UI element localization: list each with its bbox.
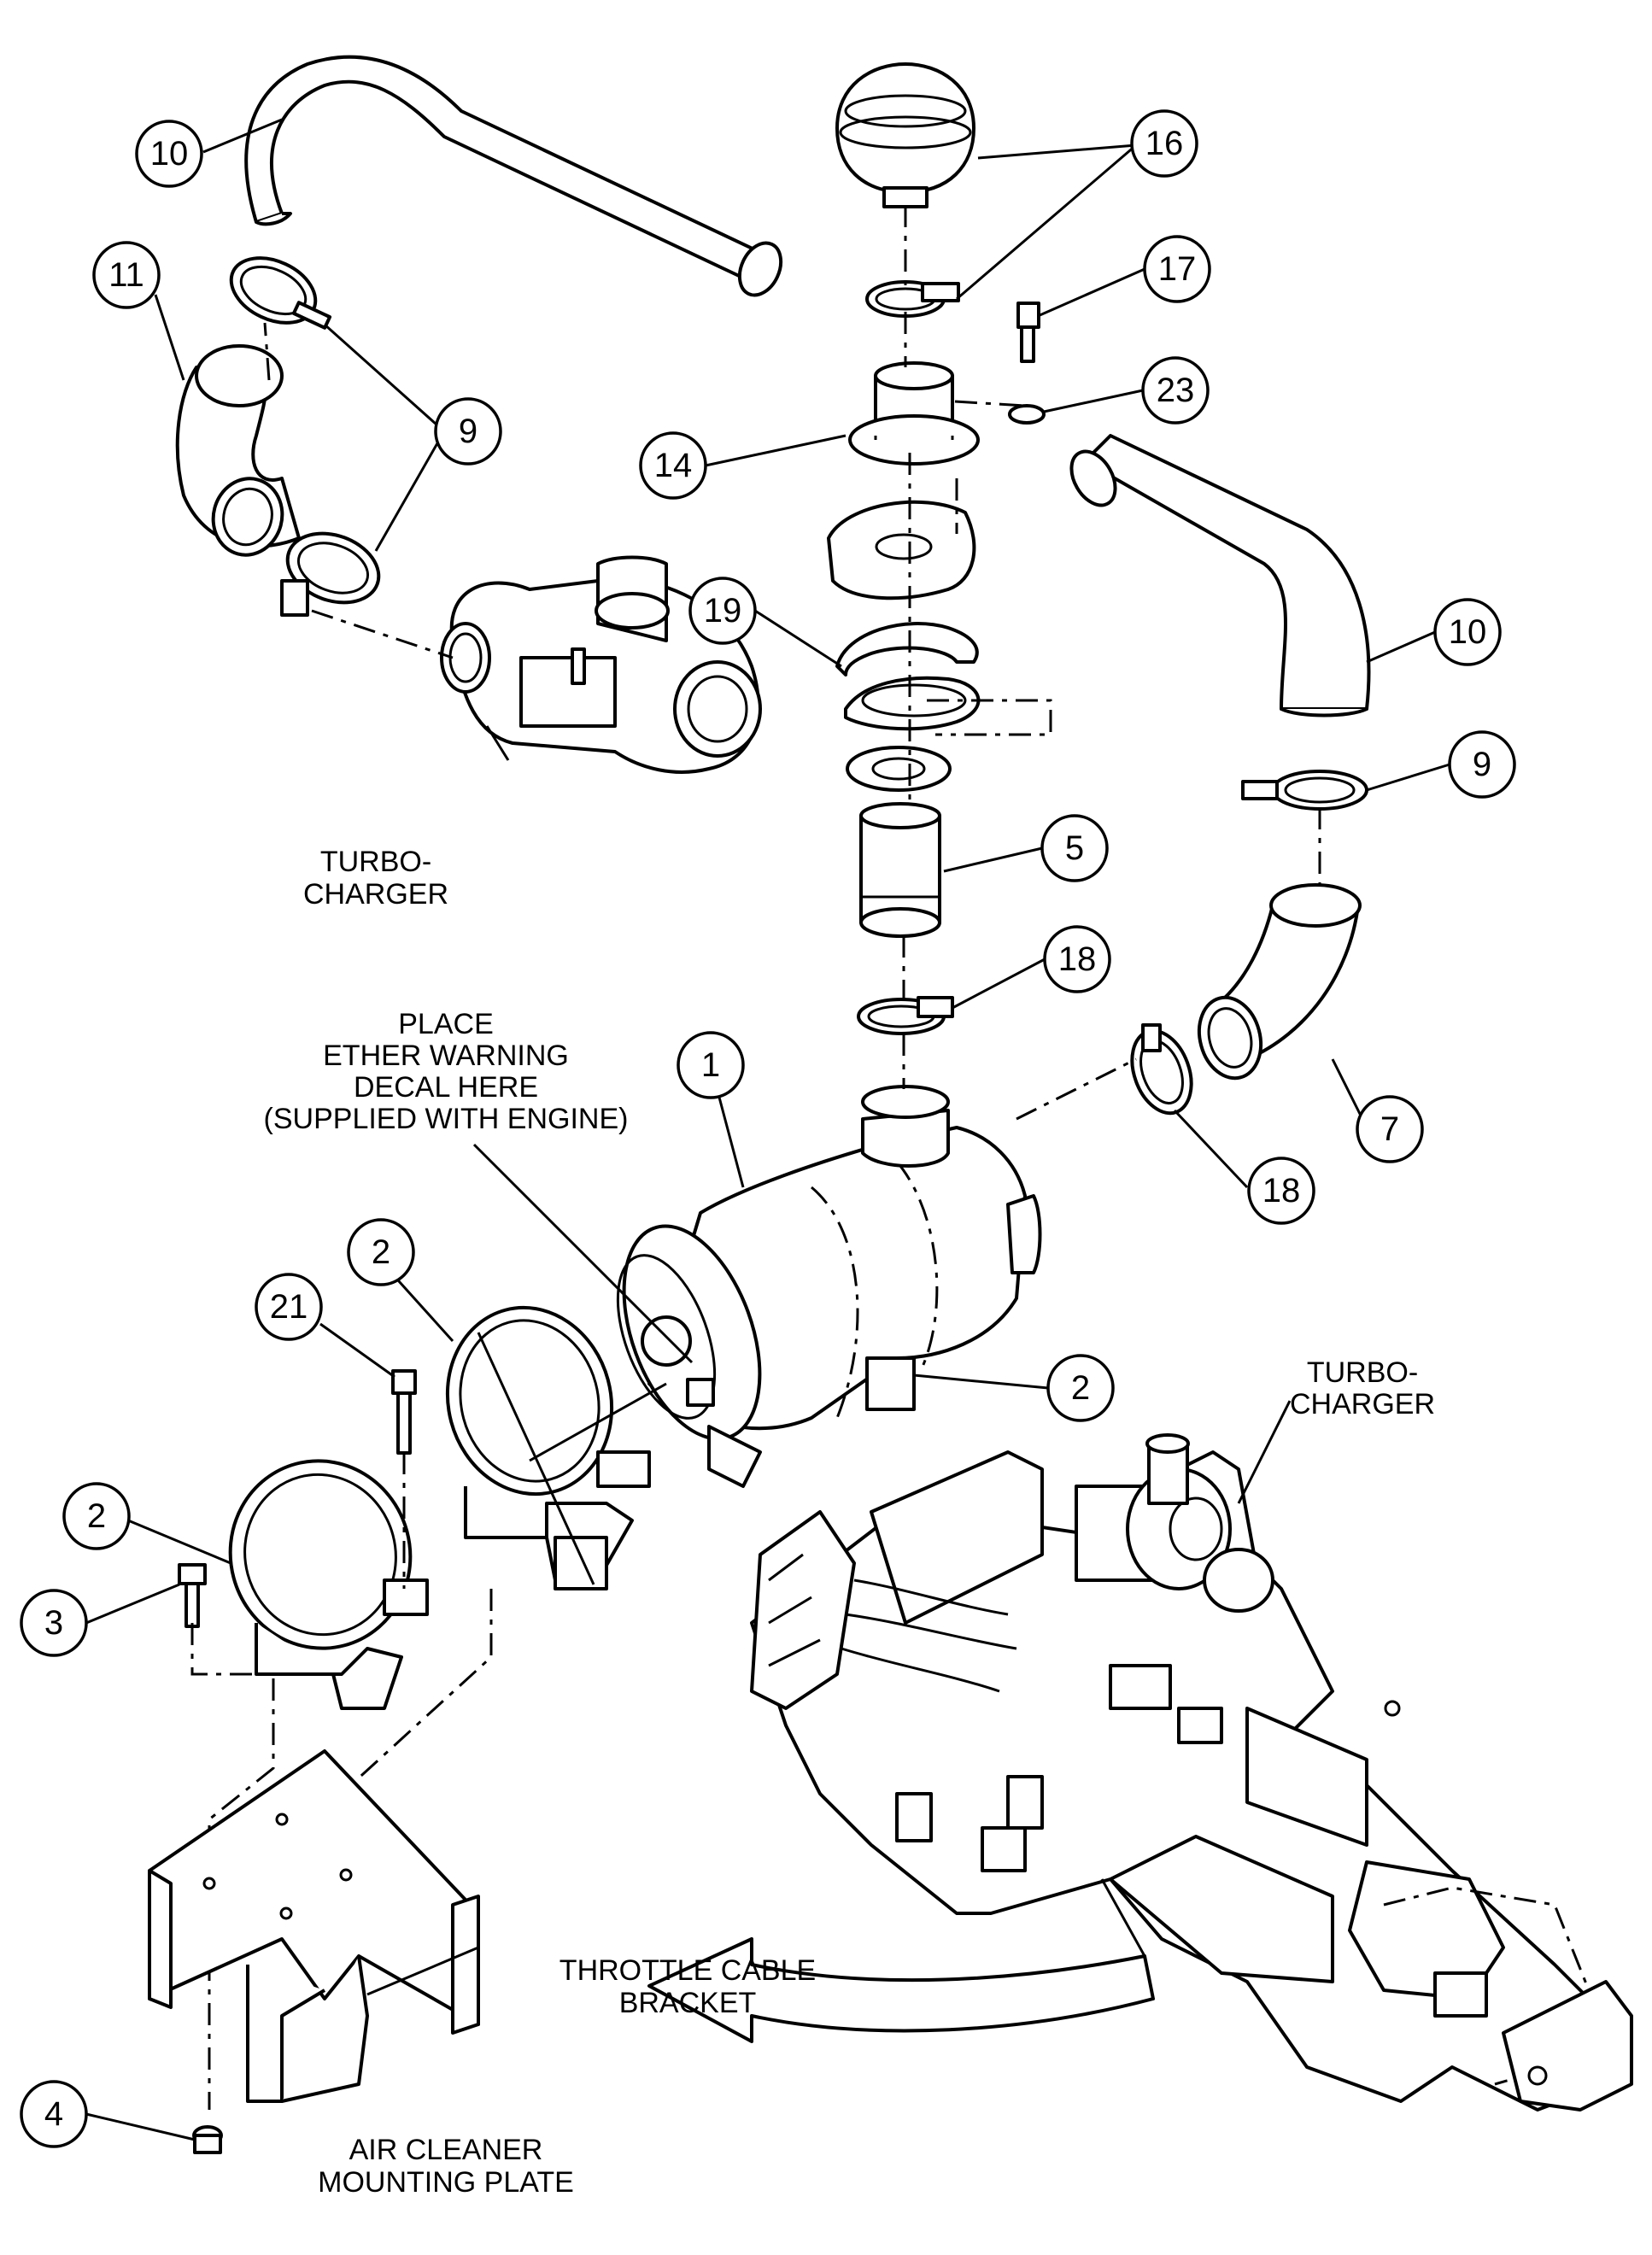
svg-text:9: 9 xyxy=(1473,746,1491,783)
turbocharger-left xyxy=(440,555,762,774)
svg-text:23: 23 xyxy=(1157,372,1195,409)
callout-21: 21 xyxy=(255,1273,323,1341)
callout-14: 14 xyxy=(639,431,707,500)
callout-1: 1 xyxy=(677,1031,745,1099)
callout-17: 17 xyxy=(1143,235,1211,303)
label-turbocharger-right: TURBO- CHARGER xyxy=(1290,1356,1435,1420)
callout-10-right: 10 xyxy=(1433,598,1502,666)
svg-text:4: 4 xyxy=(44,2095,63,2133)
callout-5: 5 xyxy=(1040,814,1109,882)
svg-text:CHARGER: CHARGER xyxy=(1290,1388,1435,1420)
svg-text:TURBO-: TURBO- xyxy=(1307,1356,1418,1389)
air-cleaner-mounting-plate xyxy=(148,1749,480,2103)
tube-5 xyxy=(859,802,941,938)
air-cleaner-1 xyxy=(616,1085,1042,1488)
clamp-16 xyxy=(865,280,960,318)
label-turbocharger-left: TURBO- CHARGER xyxy=(303,846,448,911)
clamp-9-lower xyxy=(280,531,381,617)
gasket xyxy=(827,500,976,600)
hose-10-upper xyxy=(244,55,783,297)
callout-19: 19 xyxy=(688,577,757,645)
svg-text:18: 18 xyxy=(1058,940,1097,978)
svg-text:TURBO-: TURBO- xyxy=(320,846,431,878)
leader-lines xyxy=(85,118,1450,2141)
svg-text:2: 2 xyxy=(372,1233,390,1271)
callout-7: 7 xyxy=(1356,1095,1424,1163)
svg-text:(SUPPLIED WITH ENGINE): (SUPPLIED WITH ENGINE) xyxy=(264,1103,629,1135)
callout-2-left: 2 xyxy=(62,1482,131,1550)
ether-leader xyxy=(472,1143,694,1364)
svg-text:AIR CLEANER: AIR CLEANER xyxy=(349,2134,543,2166)
callout-9-upper: 9 xyxy=(434,397,502,466)
label-air-cleaner-mounting-plate: AIR CLEANER MOUNTING PLATE xyxy=(318,2134,574,2199)
engine-assembly xyxy=(750,1433,1633,2112)
band-clamp-2-left xyxy=(228,1459,429,1710)
throttle-arrow xyxy=(647,1937,1155,2043)
svg-text:ETHER WARNING: ETHER WARNING xyxy=(323,1040,569,1072)
svg-text:17: 17 xyxy=(1158,250,1197,288)
bolt-21 xyxy=(391,1369,417,1455)
svg-text:CHARGER: CHARGER xyxy=(303,878,448,911)
washer-23 xyxy=(1008,404,1046,425)
hose-10-right xyxy=(1069,434,1371,718)
callout-2-top: 2 xyxy=(347,1218,415,1286)
callout-9-right: 9 xyxy=(1448,730,1516,799)
adapter-14 xyxy=(848,361,980,466)
svg-text:5: 5 xyxy=(1065,829,1084,867)
callout-4: 4 xyxy=(20,2080,88,2148)
svg-text:1: 1 xyxy=(701,1046,720,1084)
elbow-hose-7 xyxy=(1197,883,1362,1081)
flange-ring xyxy=(846,746,952,792)
svg-text:BRACKET: BRACKET xyxy=(619,1987,757,2019)
nut-4 xyxy=(192,2125,223,2154)
callout-3: 3 xyxy=(20,1589,88,1657)
clamp-9-upper xyxy=(229,256,332,330)
elbow-hose-11 xyxy=(175,344,301,557)
bolt-17 xyxy=(1016,302,1040,363)
svg-text:MOUNTING PLATE: MOUNTING PLATE xyxy=(318,2166,574,2199)
band-clamp-2-middle xyxy=(445,1305,651,1590)
callout-18-right: 18 xyxy=(1247,1157,1315,1225)
svg-text:DECAL HERE: DECAL HERE xyxy=(354,1071,538,1104)
svg-text:7: 7 xyxy=(1380,1110,1399,1148)
label-throttle-cable-bracket: THROTTLE CABLE BRACKET xyxy=(559,1954,816,2019)
svg-text:11: 11 xyxy=(108,256,144,294)
split-ring-19 xyxy=(835,622,981,731)
clamp-9-right xyxy=(1241,770,1368,811)
svg-text:3: 3 xyxy=(44,1604,63,1642)
svg-text:9: 9 xyxy=(459,413,477,450)
svg-text:21: 21 xyxy=(270,1288,308,1326)
svg-text:18: 18 xyxy=(1262,1172,1301,1210)
svg-text:10: 10 xyxy=(1449,613,1487,651)
throttle-leader xyxy=(1100,1878,1146,1957)
rain-cap-16 xyxy=(835,62,975,208)
label-ether-warning: PLACE ETHER WARNING DECAL HERE (SUPPLIED… xyxy=(264,1008,629,1135)
clamp-18-center xyxy=(857,996,954,1035)
callout-11: 11 xyxy=(92,241,161,309)
svg-text:16: 16 xyxy=(1145,125,1184,162)
svg-text:19: 19 xyxy=(704,592,742,630)
bolt-3 xyxy=(178,1563,207,1628)
svg-text:10: 10 xyxy=(150,135,189,173)
callout-18-center: 18 xyxy=(1043,925,1111,993)
clamp-18-right xyxy=(1130,1023,1193,1116)
svg-text:THROTTLE CABLE: THROTTLE CABLE xyxy=(559,1954,816,1987)
svg-text:PLACE: PLACE xyxy=(398,1008,494,1040)
svg-text:2: 2 xyxy=(87,1497,106,1535)
svg-text:2: 2 xyxy=(1071,1369,1090,1407)
callout-10-upper: 10 xyxy=(135,120,203,188)
svg-text:14: 14 xyxy=(654,447,693,484)
callout-2-air-cleaner: 2 xyxy=(1046,1354,1115,1422)
callout-16: 16 xyxy=(1130,109,1198,178)
callout-23: 23 xyxy=(1141,356,1210,425)
